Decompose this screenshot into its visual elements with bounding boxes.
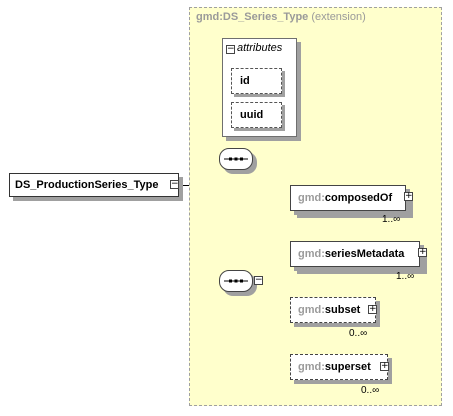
sequence-compositor-2-icon[interactable] <box>219 270 253 292</box>
element-composedOf[interactable]: gmd:composedOf <box>290 185 406 211</box>
cardinality-subset: 0..∞ <box>349 328 368 339</box>
expand-subset-icon[interactable]: + <box>368 304 377 314</box>
expand-superset-icon[interactable]: + <box>380 361 389 371</box>
expand-composedOf-icon[interactable]: + <box>404 191 413 201</box>
element-subset[interactable]: gmd:subset <box>290 297 376 323</box>
cardinality-composedOf: 1..∞ <box>382 214 401 225</box>
extension-title: gmd:DS_Series_Type (extension) <box>196 11 366 23</box>
extension-prefix: gmd: <box>196 11 223 23</box>
element-name: seriesMetadata <box>324 248 405 260</box>
cardinality-seriesMetadata: 1..∞ <box>396 271 415 282</box>
element-seriesMetadata[interactable]: gmd:seriesMetadata <box>290 241 420 267</box>
element-prefix: gmd: <box>298 361 325 373</box>
element-name: superset <box>324 361 371 373</box>
extension-type-name: DS_Series_Type <box>222 11 309 23</box>
element-superset[interactable]: gmd:superset <box>290 354 388 380</box>
element-name: subset <box>324 304 361 316</box>
element-prefix: gmd: <box>298 304 325 316</box>
attributes-collapse-icon[interactable]: − <box>226 44 235 54</box>
root-type-box[interactable]: DS_ProductionSeries_Type <box>9 173 179 197</box>
attributes-title: attributes <box>237 42 283 54</box>
sequence-dots-icon <box>224 157 248 161</box>
element-prefix: gmd: <box>298 248 325 260</box>
element-name: composedOf <box>324 192 393 204</box>
attribute-id[interactable]: id <box>231 68 282 94</box>
cardinality-superset: 0..∞ <box>361 385 380 396</box>
root-collapse-icon[interactable]: − <box>170 179 179 189</box>
sequence-dots-icon <box>224 279 248 283</box>
element-prefix: gmd: <box>298 192 325 204</box>
sequence-collapse-icon[interactable]: − <box>254 275 263 285</box>
attribute-uuid[interactable]: uuid <box>231 102 282 128</box>
extension-suffix: (extension) <box>308 11 366 23</box>
expand-seriesMetadata-icon[interactable]: + <box>418 247 427 257</box>
sequence-compositor-icon[interactable] <box>219 148 253 170</box>
